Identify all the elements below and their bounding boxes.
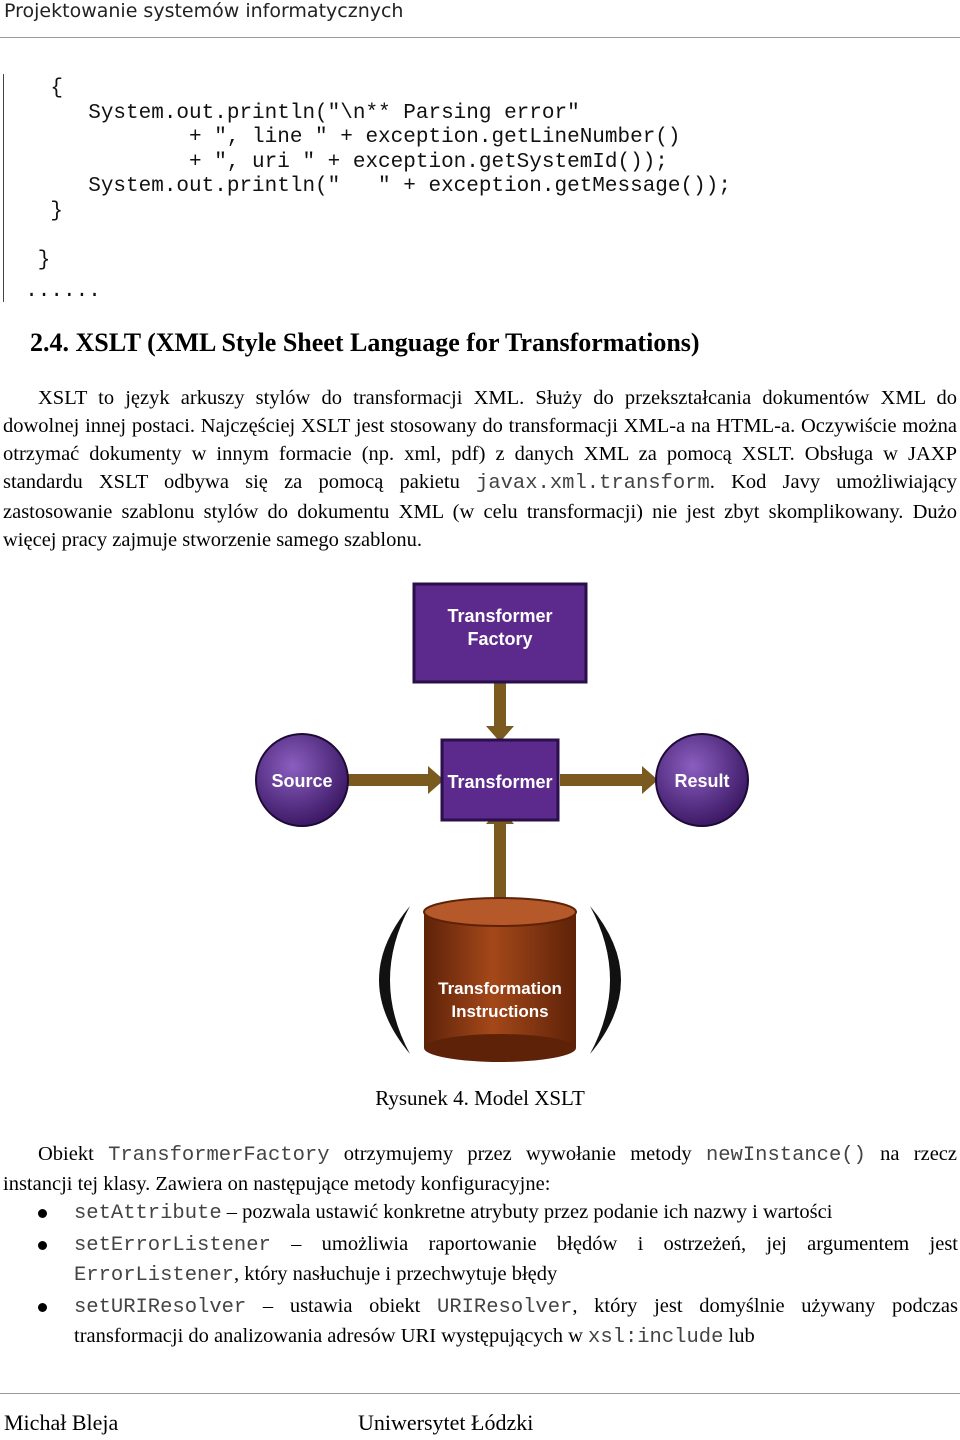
footer-author: Michał Bleja (4, 1410, 119, 1435)
transformation-instructions-cylinder (423, 897, 577, 1062)
code-line: + ", line " + exception.getLineNumber() (0, 126, 681, 150)
bullet-icon (38, 1209, 47, 1218)
para2-text-b: otrzymujemy przez wywołanie metody (329, 1143, 706, 1165)
intro-package-code: javax.xml.transform (476, 472, 710, 495)
method-description-cont: , który nasłuchuje i przechwytuje błędy (233, 1263, 558, 1285)
intro-paragraph: XSLT to język arkuszy stylów do transfor… (3, 384, 957, 554)
section-title: XSLT (XML Style Sheet Language for Trans… (75, 328, 700, 357)
code-line: } (0, 249, 51, 272)
para2-text-c: na rzecz instancji tej klasy. Zawiera on… (3, 1143, 957, 1195)
arrow-transformer-to-result (560, 766, 658, 794)
code-line: System.out.println("\n** Parsing error" (0, 101, 580, 125)
factory-label-line1: Transformer (447, 606, 552, 626)
code-block-border (3, 74, 4, 302)
figure-caption: Rysunek 4. Model XSLT (375, 1086, 585, 1110)
source-label: Source (271, 771, 332, 791)
list-item: setAttribute – pozwala ustawić konkretne… (0, 1198, 958, 1228)
class-code: ErrorListener (74, 1264, 234, 1287)
code-line: System.out.println(" " + exception.getMe… (0, 175, 731, 199)
code-line: + ", uri " + exception.getSystemId()); (0, 150, 668, 174)
method-description-cont: , który jest domyślnie używany podczas t… (74, 1295, 958, 1347)
method-description: – umożliwia raportowanie błędów i ostrze… (270, 1233, 958, 1255)
code-line: ...... (0, 280, 101, 303)
list-item: setErrorListener – umożliwia raportowani… (0, 1230, 958, 1290)
footer-divider (0, 1393, 960, 1394)
section-number: 2.4. (30, 328, 69, 357)
intro-text-1: XSLT to język arkuszy stylów do transfor… (3, 387, 957, 493)
right-bracket (590, 906, 621, 1054)
new-instance-code: newInstance() (705, 1144, 866, 1167)
xslt-model-diagram: Transformer Factory Transformer Source R… (255, 582, 749, 1062)
para2-text-a: Obiekt (38, 1143, 109, 1165)
code-line: } (0, 200, 64, 223)
method-description: – pozwala ustawić konkretne atrybuty prz… (221, 1201, 833, 1223)
class-code: URIResolver (437, 1296, 573, 1319)
result-node (655, 733, 749, 827)
methods-list: setAttribute – pozwala ustawić konkretne… (0, 1198, 960, 1354)
method-description-end: lub (723, 1325, 755, 1347)
instructions-label-line2: Instructions (451, 1002, 548, 1021)
source-node (255, 733, 349, 827)
bullet-icon (38, 1303, 47, 1312)
list-item: setURIResolver – ustawia obiekt URIResol… (0, 1292, 958, 1352)
arrow-source-to-transformer (346, 766, 444, 794)
method-description: – ustawia obiekt (246, 1295, 438, 1317)
instructions-label-line1: Transformation (438, 979, 562, 998)
transformer-box (440, 738, 560, 822)
factory-label-line2: Factory (467, 629, 532, 649)
transformer-label: Transformer (447, 772, 552, 792)
bullet-icon (38, 1241, 47, 1250)
method-code: setURIResolver (74, 1296, 247, 1319)
result-label: Result (674, 771, 729, 791)
methods-paragraph: Obiekt TransformerFactory otrzymujemy pr… (3, 1140, 957, 1198)
section-heading: 2.4. XSLT (XML Style Sheet Language for … (30, 328, 700, 358)
intro-text-2: . Kod Javy umożliwiający zastosowanie sz… (3, 471, 957, 551)
footer-university: Uniwersytet Łódzki (358, 1410, 534, 1435)
left-bracket (379, 906, 410, 1054)
xsl-include-code: xsl:include (588, 1326, 724, 1349)
arrow-factory-to-transformer (486, 682, 514, 742)
method-code: setErrorListener (74, 1234, 271, 1257)
header-divider (0, 37, 960, 38)
page-header-title: Projektowanie systemów informatycznych (4, 0, 404, 22)
transformer-factory-box (412, 582, 588, 684)
transformer-factory-code: TransformerFactory (108, 1144, 330, 1167)
arrow-instructions-to-transformer (486, 808, 514, 912)
code-line: { (0, 77, 64, 100)
method-code: setAttribute (74, 1202, 222, 1225)
